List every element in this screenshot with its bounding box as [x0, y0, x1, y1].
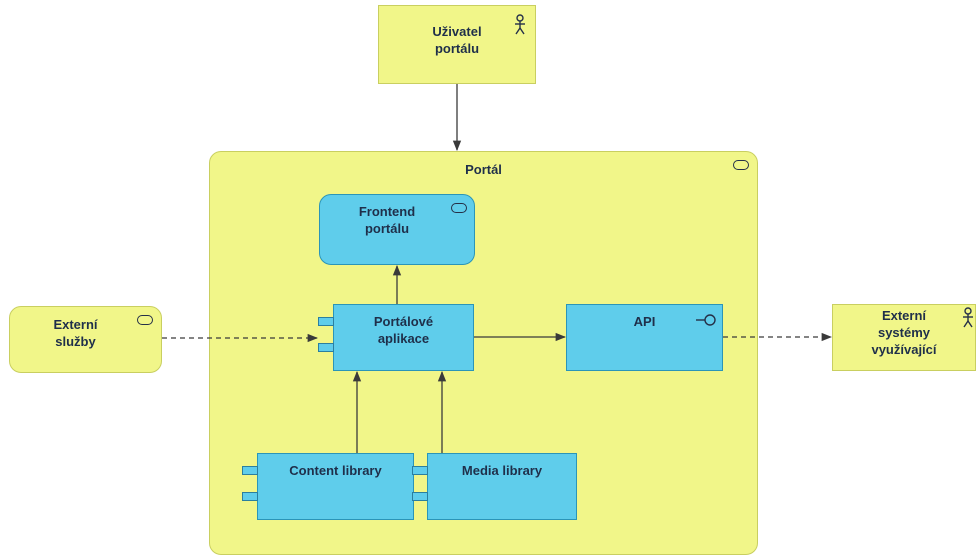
user-label: Uživatel portálu: [432, 24, 482, 56]
service-icon: [137, 315, 153, 325]
external-services-box: Externí služby: [9, 306, 162, 373]
external-services-label: Externí služby: [53, 317, 98, 349]
portal-apps-component: Portálové aplikace: [333, 304, 474, 371]
component-icon: [412, 492, 428, 501]
component-icon: [318, 317, 334, 326]
frontend-service-box: Frontend portálu: [319, 194, 475, 265]
portal-apps-label: Portálové aplikace: [373, 314, 434, 346]
api-interface-box: API: [566, 304, 723, 371]
component-icon: [412, 466, 428, 475]
service-icon: [451, 203, 467, 213]
content-library-label: Content library: [289, 463, 382, 478]
content-library-component: Content library: [257, 453, 414, 520]
media-library-label: Media library: [461, 463, 543, 478]
user-actor-box: Uživatel portálu: [378, 5, 536, 84]
external-systems-label: Externí systémy využívající: [871, 308, 937, 357]
service-icon: [733, 160, 749, 170]
api-label: API: [633, 314, 656, 329]
component-icon: [242, 466, 258, 475]
actor-icon: [515, 14, 525, 35]
external-systems-actor-box: Externí systémy využívající: [832, 304, 976, 371]
media-library-component: Media library: [427, 453, 577, 520]
portal-label: Portál: [465, 162, 502, 177]
interface-icon: [696, 314, 716, 326]
component-icon: [318, 343, 334, 352]
frontend-label: Frontend portálu: [358, 204, 416, 236]
actor-icon: [963, 307, 973, 328]
component-icon: [242, 492, 258, 501]
